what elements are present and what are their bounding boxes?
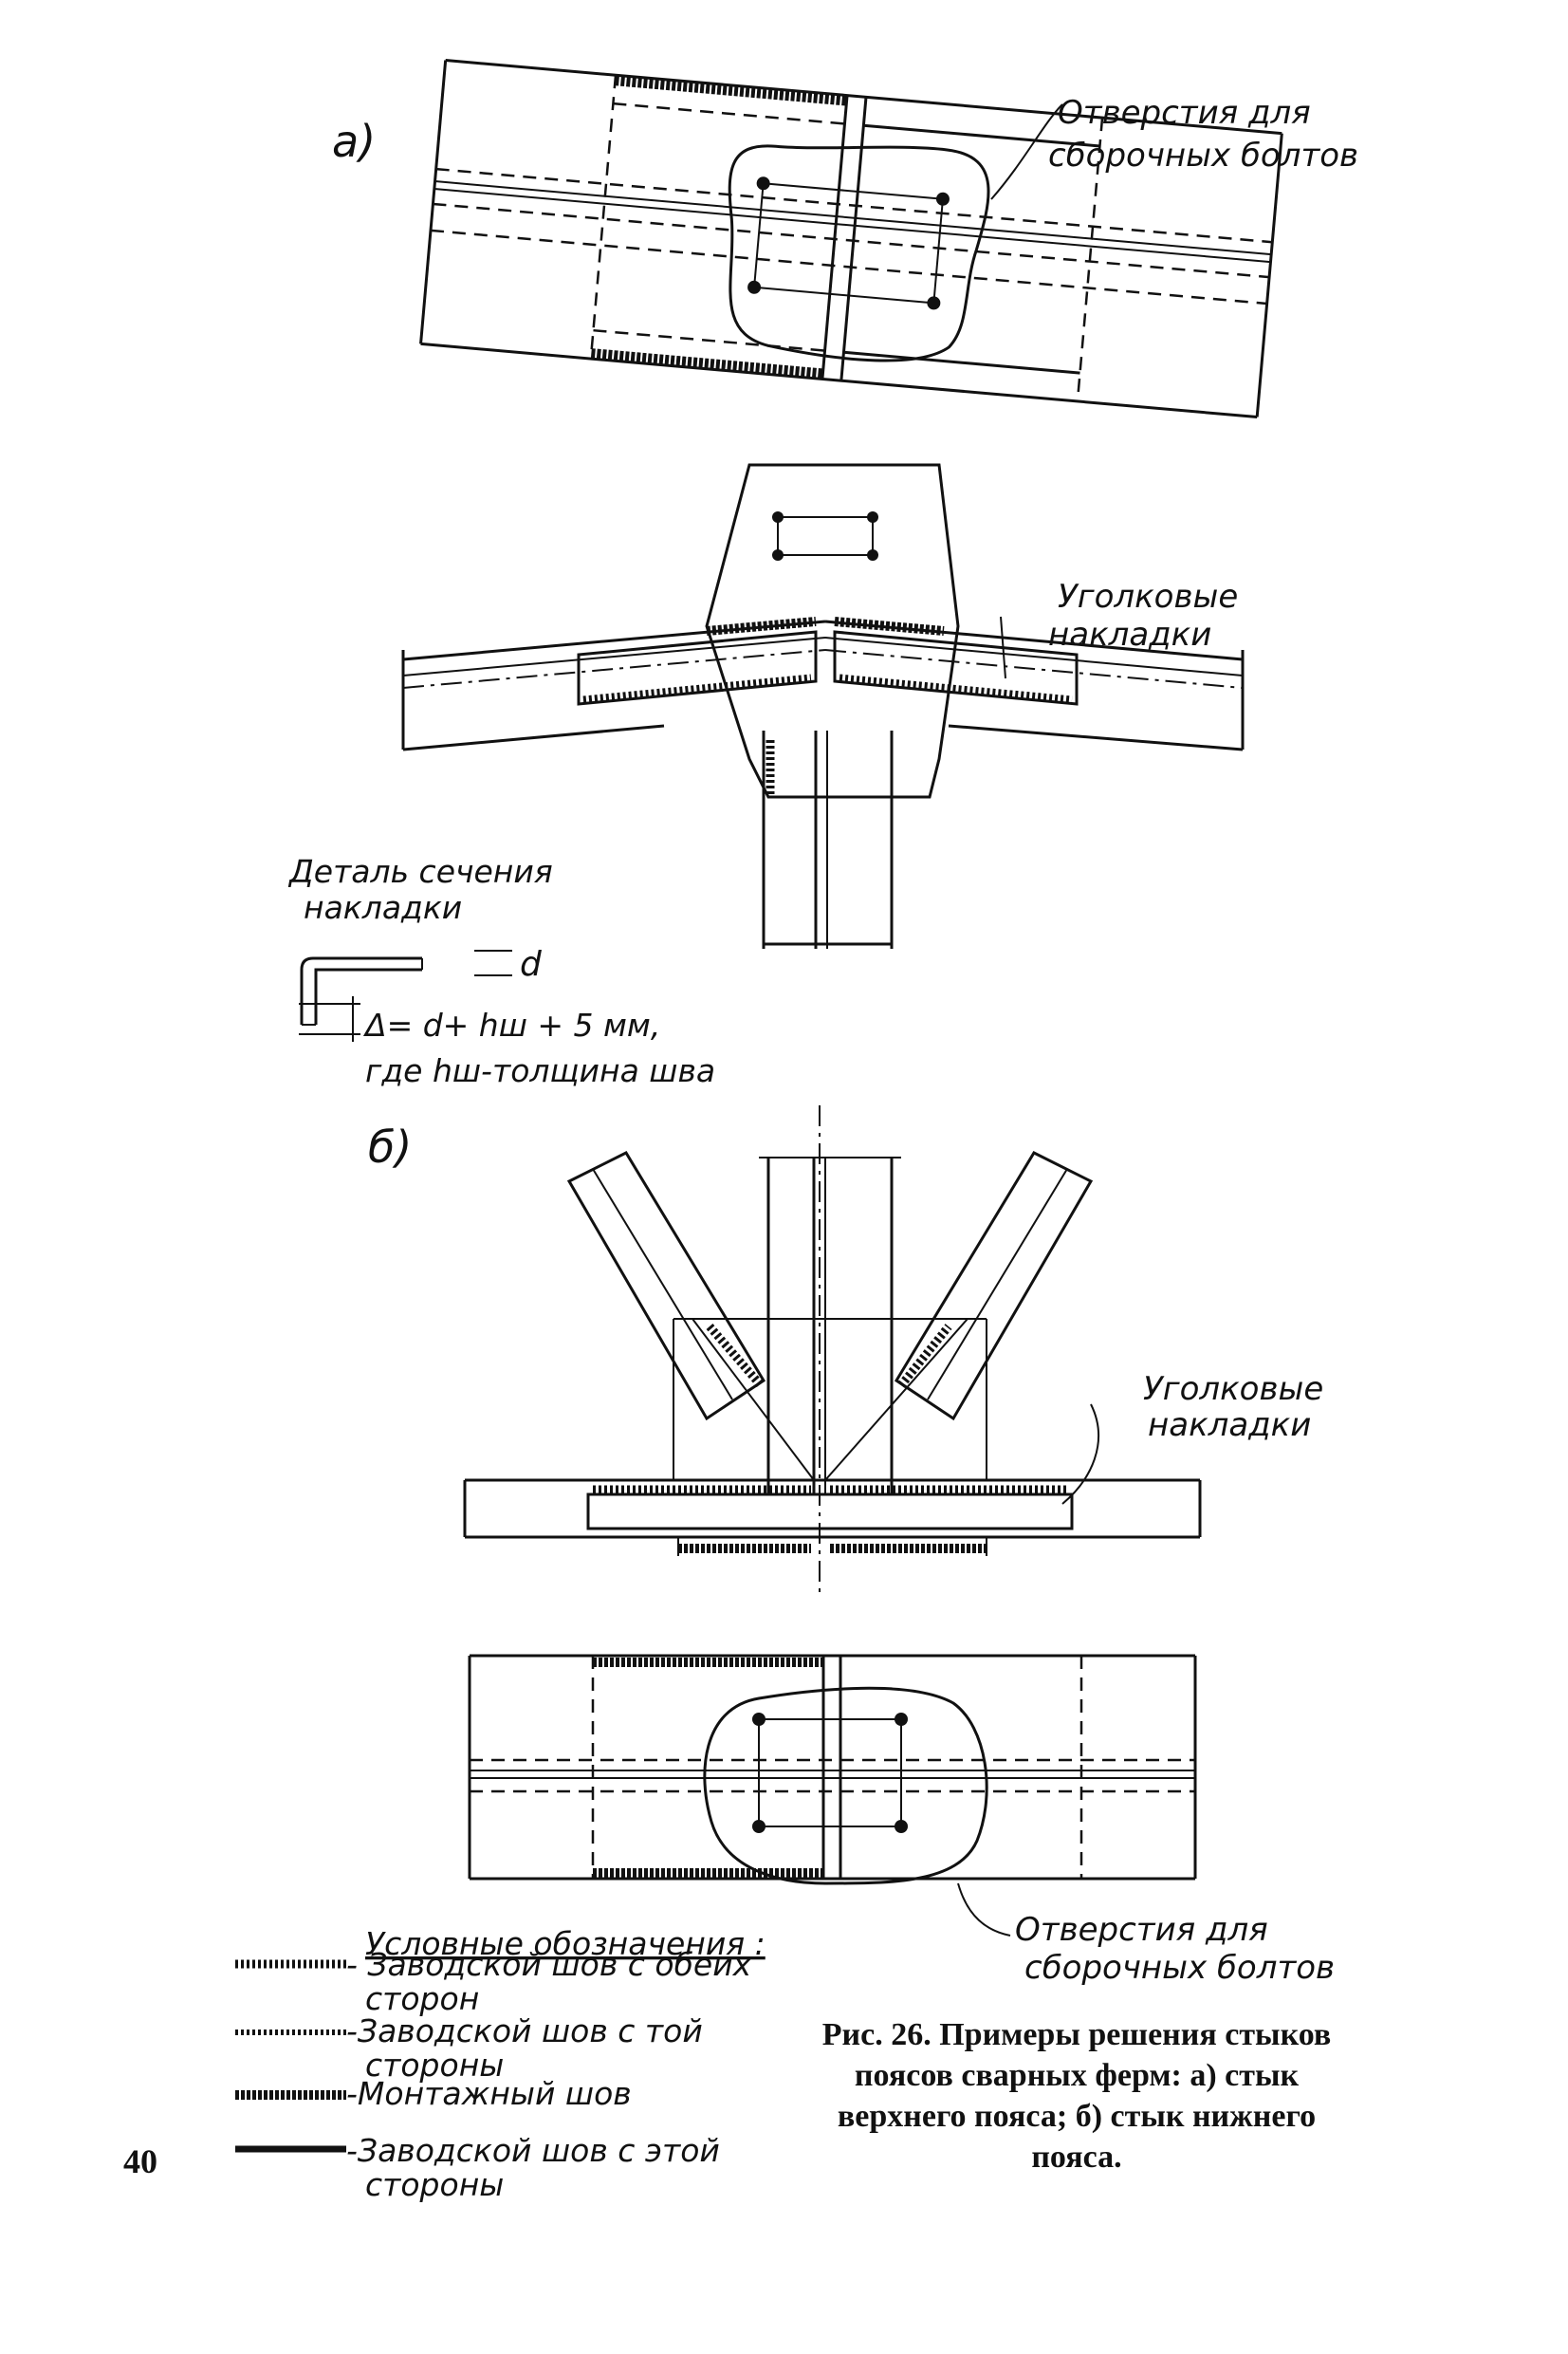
- detail-title-line2: накладки: [304, 889, 462, 926]
- angle-plates-label-a-line2: накладки: [1048, 616, 1211, 654]
- holes-label-bottom-line1: Отверстия для: [1015, 1911, 1268, 1949]
- angle-plates-label-b-line1: Уголковые: [1143, 1370, 1323, 1408]
- caption-line-1: Рис. 26. Примеры решения стыков: [822, 2017, 1331, 2052]
- part-b-label: б): [368, 1121, 412, 1173]
- legend-item-2-line2: стороны: [365, 2047, 504, 2084]
- legend-item-2-line1: -Заводской шов с той: [346, 2012, 703, 2049]
- angle-leader-b: [1061, 1403, 1099, 1505]
- part-a-label: а): [332, 116, 376, 167]
- legend-item-4-line2: стороны: [365, 2166, 504, 2203]
- caption-line-3: верхнего пояса; б) стык нижнего: [838, 2099, 1316, 2134]
- caption-line-4: пояса.: [1031, 2140, 1121, 2175]
- holes-label-bottom-line2: сборочных болтов: [1024, 1949, 1335, 1987]
- caption-line-2: поясов сварных ферм: а) стык: [855, 2058, 1300, 2093]
- detail-where-note: где hш-толщина шва: [365, 1052, 715, 1089]
- holes-label-top-line2: сборочных болтов: [1048, 137, 1358, 175]
- lower-chord-elevation: [463, 1105, 1202, 1594]
- lower-chord-plan-view: [468, 1654, 1197, 1885]
- detail-gap-formula: Δ= d+ hш + 5 мм,: [362, 1007, 660, 1044]
- legend-item-1-line2: сторон: [365, 1980, 479, 2017]
- page-number: 40: [123, 2142, 157, 2180]
- detail-thickness-label: d: [520, 945, 543, 984]
- detail-title-line1: Деталь сечения: [287, 853, 553, 890]
- splice-plate-section-detail: [299, 950, 512, 1042]
- angle-plates-label-a-line1: Уголковые: [1058, 578, 1238, 616]
- upper-chord-elevation: [401, 463, 1245, 949]
- holes-leader-top: [990, 103, 1063, 200]
- legend-title: Условные обозначения :: [365, 1925, 766, 1962]
- legend-item-3-line1: -Монтажный шов: [346, 2075, 632, 2112]
- upper-chord-plan-view: [419, 59, 1283, 419]
- holes-label-top-line1: Отверстия для: [1058, 94, 1311, 132]
- holes-leader-bottom: [957, 1882, 1011, 1937]
- angle-plates-label-b-line2: накладки: [1148, 1406, 1311, 1444]
- legend-item-1-line1: - Заводской шов с обеих: [346, 1946, 752, 1983]
- legend-item-4-line1: -Заводской шов с этой: [346, 2132, 720, 2169]
- legend-samples: [235, 1959, 346, 2153]
